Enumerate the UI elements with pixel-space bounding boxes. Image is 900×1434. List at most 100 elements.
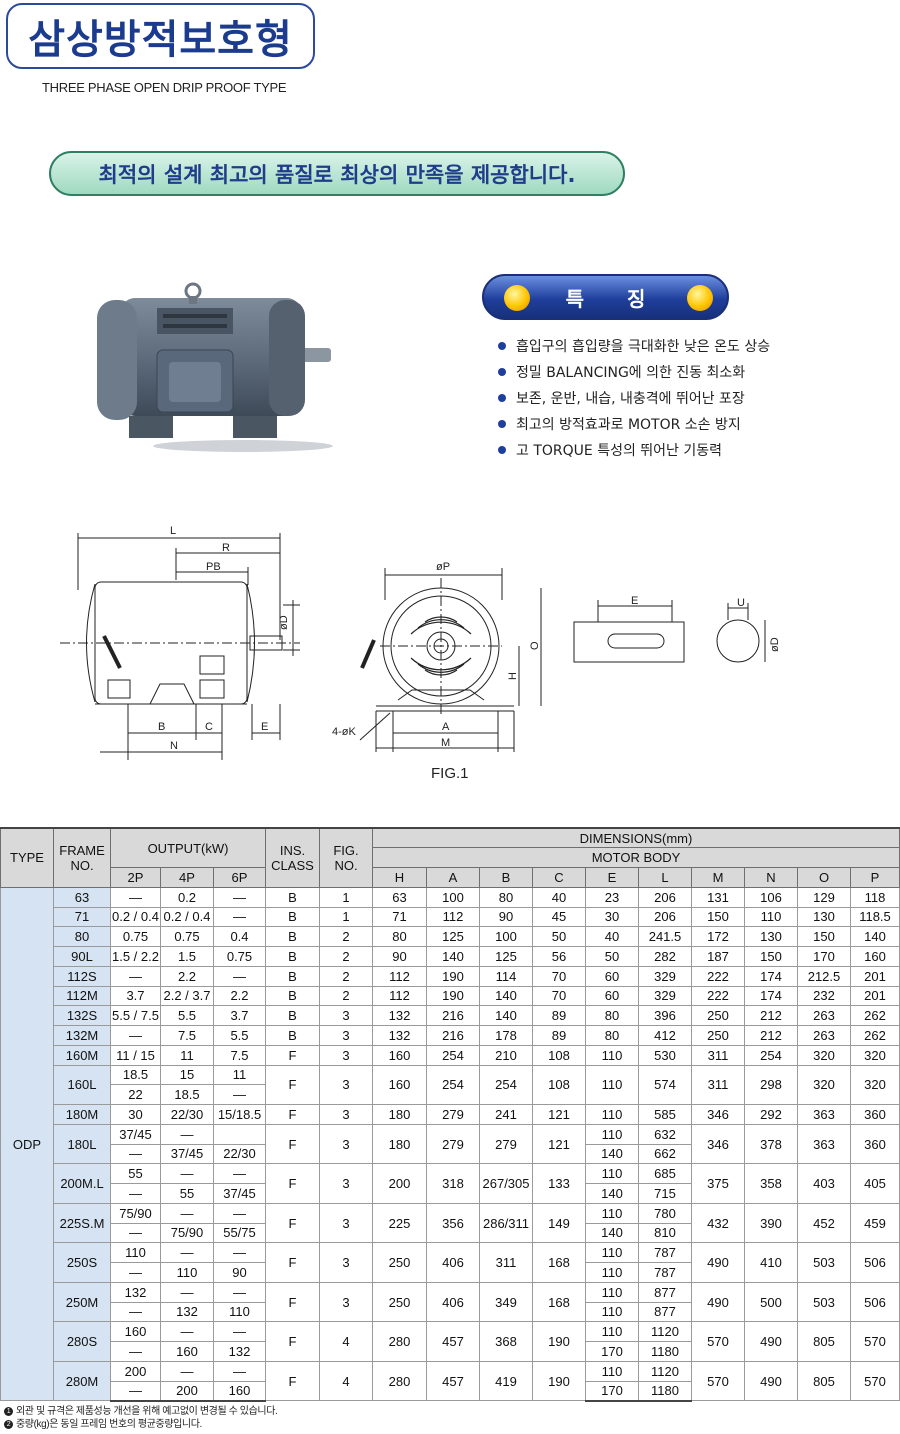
dim-cell-E: 110 — [585, 1044, 639, 1066]
dim-cell-L: 206 — [638, 906, 692, 928]
dim-cell-N: 490 — [744, 1360, 798, 1402]
dim-cell-H: 71 — [372, 906, 427, 928]
output-cell: — — [160, 1242, 214, 1263]
dim-cell-L: 787 — [638, 1242, 692, 1263]
header-ins-class: INS. CLASS — [265, 826, 320, 888]
dim-cell-O: 503 — [797, 1281, 851, 1323]
dim-cell-P: 360 — [850, 1104, 900, 1125]
dim-cell-B: 114 — [479, 965, 533, 987]
fig-no-cell: 2 — [319, 965, 373, 987]
output-cell: — — [160, 1123, 214, 1145]
frame-cell: 225S.M — [53, 1202, 111, 1244]
dim-label-D: øD — [278, 615, 290, 630]
dim-cell-E: 80 — [585, 1025, 639, 1046]
dim-cell-M: 222 — [691, 985, 745, 1007]
ins-class-cell: B — [265, 946, 320, 967]
output-cell: 37/45 — [110, 1123, 161, 1145]
frame-cell: 132M — [53, 1025, 111, 1046]
dim-cell-B: 241 — [479, 1104, 533, 1125]
dim-cell-H: 132 — [372, 1025, 427, 1046]
dim-cell-L: 396 — [638, 1005, 692, 1026]
frame-cell: 160M — [53, 1044, 111, 1066]
dim-cell-B: 125 — [479, 946, 533, 967]
dim-cell-H: 112 — [372, 965, 427, 987]
dim-cell-M: 131 — [691, 886, 745, 908]
dim-cell-N: 358 — [744, 1163, 798, 1204]
title-box: 삼상방적보호형 — [6, 3, 315, 69]
output-cell: 132 — [213, 1341, 266, 1362]
output-cell: — — [110, 1143, 161, 1165]
dim-cell-H: 112 — [372, 985, 427, 1007]
output-cell: 55 — [160, 1183, 214, 1204]
dim-cell-N: 298 — [744, 1064, 798, 1105]
output-cell: 11 — [213, 1064, 266, 1086]
dim-cell-E: 170 — [585, 1380, 639, 1402]
fig-no-cell: 3 — [319, 1044, 373, 1066]
dim-cell-M: 346 — [691, 1104, 745, 1125]
dim-cell-P: 506 — [850, 1242, 900, 1283]
fig-no-cell: 2 — [319, 926, 373, 947]
dim-cell-N: 490 — [744, 1321, 798, 1362]
dim-cell-A: 457 — [426, 1360, 480, 1402]
dim-cell-M: 311 — [691, 1044, 745, 1066]
output-cell: — — [213, 1321, 266, 1342]
dim-cell-E: 110 — [585, 1163, 639, 1184]
dim-cell-A: 254 — [426, 1064, 480, 1105]
output-cell: 18.5 — [160, 1084, 214, 1105]
output-cell: 132 — [110, 1281, 161, 1303]
dim-cell-E: 110 — [585, 1301, 639, 1323]
dim-cell-C: 108 — [532, 1044, 586, 1066]
output-cell: 200 — [110, 1360, 161, 1382]
dim-label-E: E — [261, 721, 268, 733]
dim-cell-M: 187 — [691, 946, 745, 967]
fig-no-cell: 3 — [319, 1281, 373, 1323]
features-heading: 특 징 — [565, 286, 664, 311]
dim-cell-O: 263 — [797, 1025, 851, 1046]
dim-label-R: R — [222, 542, 230, 554]
dim-cell-A: 190 — [426, 985, 480, 1007]
dim-label-P: øP — [436, 561, 450, 573]
output-cell: 160 — [110, 1321, 161, 1342]
dim-cell-L: 877 — [638, 1301, 692, 1323]
dim-label-PB: PB — [206, 561, 221, 573]
bullet-icon — [498, 342, 506, 350]
dim-label-K: 4-øK — [332, 726, 357, 738]
dim-cell-A: 406 — [426, 1242, 480, 1283]
fig-no-cell: 3 — [319, 1163, 373, 1204]
dim-cell-M: 375 — [691, 1163, 745, 1204]
dim-cell-C: 133 — [532, 1163, 586, 1204]
dim-cell-C: 70 — [532, 985, 586, 1007]
dim-label-E-shaft: E — [631, 595, 638, 607]
dim-cell-M: 570 — [691, 1360, 745, 1402]
output-cell: 2.2 — [160, 965, 214, 987]
dim-cell-O: 232 — [797, 985, 851, 1007]
output-cell: 5.5 — [213, 1025, 266, 1046]
output-cell: 30 — [110, 1104, 161, 1125]
feature-text: 고 TORQUE 특성의 뛰어난 기동력 — [516, 443, 723, 459]
dim-cell-P: 262 — [850, 1025, 900, 1046]
dim-cell-O: 403 — [797, 1163, 851, 1204]
dim-cell-E: 23 — [585, 886, 639, 908]
dim-cell-P: 320 — [850, 1064, 900, 1105]
output-cell — [213, 1123, 266, 1145]
dim-cell-B: 140 — [479, 1005, 533, 1026]
dim-cell-P: 140 — [850, 926, 900, 947]
dim-cell-L: 241.5 — [638, 926, 692, 947]
dim-cell-O: 452 — [797, 1202, 851, 1244]
output-cell: — — [213, 1242, 266, 1263]
dim-cell-E: 110 — [585, 1281, 639, 1303]
ins-class-cell: B — [265, 1025, 320, 1046]
output-cell: — — [213, 1163, 266, 1184]
output-cell: 3.7 — [110, 985, 161, 1007]
dim-cell-B: 349 — [479, 1281, 533, 1323]
fig-no-cell: 3 — [319, 1202, 373, 1244]
output-cell: 1.5 — [160, 946, 214, 967]
